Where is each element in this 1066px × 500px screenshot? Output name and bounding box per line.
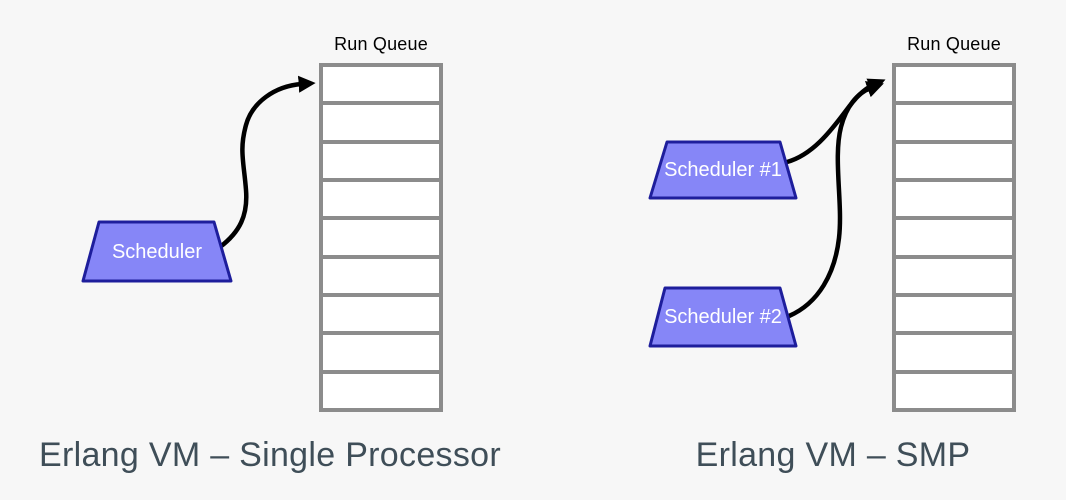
run-queue-slot: [896, 335, 1012, 370]
run-queue-slot: [896, 67, 1012, 102]
run-queue-slot: [323, 220, 439, 255]
caption-single-processor: Erlang VM – Single Processor: [39, 436, 501, 474]
run-queue-slot: [323, 67, 439, 102]
run-queue-slot: [896, 220, 1012, 255]
run-queue-slot: [323, 181, 439, 217]
caption-smp: Erlang VM – SMP: [695, 436, 971, 474]
run-queue-slot: [323, 105, 439, 140]
arrow-scheduler2-to-queue: [786, 81, 884, 319]
run-queue-slot: [323, 258, 439, 293]
run-queue-label: Run Queue: [334, 34, 428, 54]
run-queue-slot: [896, 296, 1012, 332]
run-queue-slot: [323, 296, 439, 332]
run-queue-slot: [323, 143, 439, 178]
run-queue-slot: [323, 335, 439, 370]
scheduler-label: Scheduler: [111, 241, 203, 263]
run-queue-slot: [896, 105, 1012, 140]
arrow-scheduler-to-queue: [217, 75, 316, 250]
run-queue-slot: [896, 143, 1012, 178]
run-queue-slot: [896, 181, 1012, 217]
run-queue-label: Run Queue: [907, 34, 1001, 54]
run-queue-slot: [896, 258, 1012, 293]
scheduler2-label: Scheduler #2: [664, 306, 782, 328]
run-queue: [892, 63, 1016, 412]
run-queue-slot: [896, 373, 1012, 408]
scheduler1-label: Scheduler #1: [664, 159, 782, 181]
arrow-scheduler1-to-queue: [784, 78, 886, 165]
run-queue: [319, 63, 443, 412]
run-queue-slot: [323, 373, 439, 408]
